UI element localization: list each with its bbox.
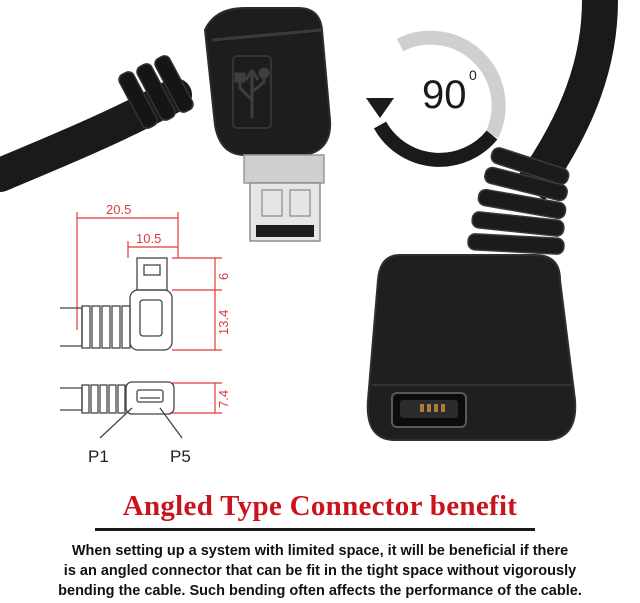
dim-tab-width: 10.5 [136,231,161,246]
usb-trident-icon [232,55,272,129]
headline-underline [95,528,535,531]
degree-symbol: 0 [469,67,477,83]
pin-label-p1: P1 [88,447,109,466]
dim-thickness: 7.4 [216,390,231,408]
rotation-arrow-icon [366,30,506,167]
dim-body-height: 13.4 [216,310,231,335]
dim-overall-width: 20.5 [106,202,131,217]
description-line: is an angled connector that can be fit i… [63,563,577,579]
dim-top-height: 6 [216,273,231,280]
rotation-angle-label: 90 [422,73,467,117]
headline: Angled Type Connector benefit [122,490,518,522]
description-line: bending the cable. Such bending often af… [58,583,582,599]
dimension-drawing [76,212,222,414]
description-line: When setting up a system with limited sp… [71,543,569,559]
mini-usb-female-cable [366,0,618,441]
pin-label-p5: P5 [170,447,191,466]
connector-outline [60,257,183,439]
description: When setting up a system with limited sp… [0,541,640,601]
angled-mini-usb-male-cable [0,7,332,242]
